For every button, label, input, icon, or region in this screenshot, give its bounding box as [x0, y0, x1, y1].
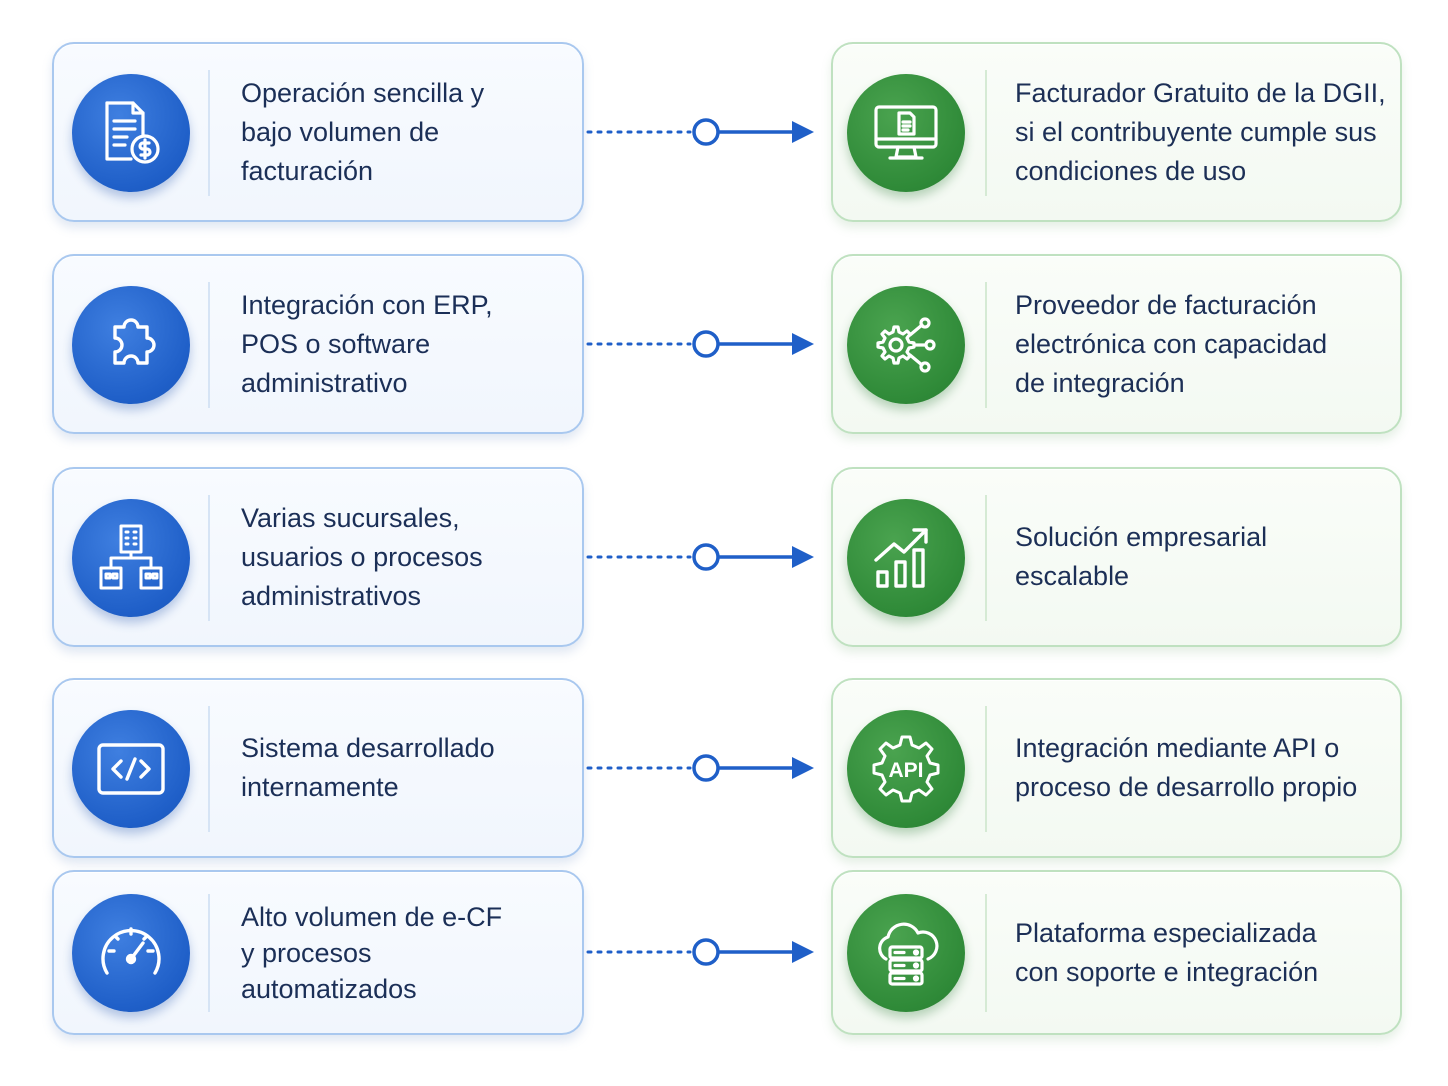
monitor-document-icon — [847, 74, 965, 192]
connector-arrow-4 — [586, 754, 814, 782]
solution-card-2: Proveedor de facturación electrónica con… — [831, 254, 1402, 434]
mapping-row-4: Sistema desarrollado internamente API In… — [0, 678, 1448, 858]
need-text-2: Integración con ERP, POS o software admi… — [241, 289, 493, 398]
solution-card-4: API Integración mediante API o proceso d… — [831, 678, 1402, 858]
puzzle-piece-icon — [72, 286, 190, 404]
need-text-4: Sistema desarrollado internamente — [241, 733, 495, 802]
card-divider — [985, 706, 987, 832]
card-divider — [208, 70, 210, 196]
solution-text-3: Solución empresarial escalable — [1015, 522, 1268, 591]
connector-arrow-1 — [586, 118, 814, 146]
card-divider — [985, 282, 987, 408]
mapping-row-3: Varias sucursales, usuarios o procesos a… — [0, 467, 1448, 647]
need-card-2: Integración con ERP, POS o software admi… — [52, 254, 584, 434]
api-gear-icon: API — [847, 710, 965, 828]
svg-text:API: API — [888, 759, 923, 782]
card-divider — [985, 70, 987, 196]
card-divider — [208, 706, 210, 832]
need-card-5: Alto volumen de e-CF y procesos automati… — [52, 870, 584, 1035]
connector-arrow-3 — [586, 543, 814, 571]
card-divider — [208, 495, 210, 621]
solution-card-1: Facturador Gratuito de la DGII, si el co… — [831, 42, 1402, 222]
solution-text-4: Integración mediante API o proceso de de… — [1015, 733, 1358, 802]
mapping-row-1: Operación sencilla y bajo volumen de fac… — [0, 42, 1448, 222]
need-card-3: Varias sucursales, usuarios o procesos a… — [52, 467, 584, 647]
mapping-row-5: Alto volumen de e-CF y procesos automati… — [0, 870, 1448, 1050]
cloud-server-icon — [847, 894, 965, 1012]
need-text-5: Alto volumen de e-CF y procesos automati… — [241, 901, 503, 1004]
solution-text-5: Plataforma especializada con soporte e i… — [1015, 917, 1319, 987]
need-text-1: Operación sencilla y bajo volumen de fac… — [241, 77, 485, 186]
need-card-4: Sistema desarrollado internamente — [52, 678, 584, 858]
branch-buildings-icon — [72, 499, 190, 617]
mapping-row-2: Integración con ERP, POS o software admi… — [0, 254, 1448, 434]
connector-arrow-5 — [586, 938, 814, 966]
invoice-dollar-icon — [72, 74, 190, 192]
card-divider — [208, 282, 210, 408]
solution-card-3: Solución empresarial escalable — [831, 467, 1402, 647]
code-window-icon — [72, 710, 190, 828]
card-divider — [985, 495, 987, 621]
gear-network-icon — [847, 286, 965, 404]
need-text-3: Varias sucursales, usuarios o procesos a… — [241, 502, 483, 611]
need-card-1: Operación sencilla y bajo volumen de fac… — [52, 42, 584, 222]
connector-arrow-2 — [586, 330, 814, 358]
growth-chart-icon — [847, 499, 965, 617]
solution-card-5: Plataforma especializada con soporte e i… — [831, 870, 1402, 1035]
solution-text-2: Proveedor de facturación electrónica con… — [1015, 289, 1328, 398]
card-divider — [985, 894, 987, 1012]
card-divider — [208, 894, 210, 1012]
solution-text-1: Facturador Gratuito de la DGII, si el co… — [1015, 77, 1386, 186]
speedometer-icon — [72, 894, 190, 1012]
